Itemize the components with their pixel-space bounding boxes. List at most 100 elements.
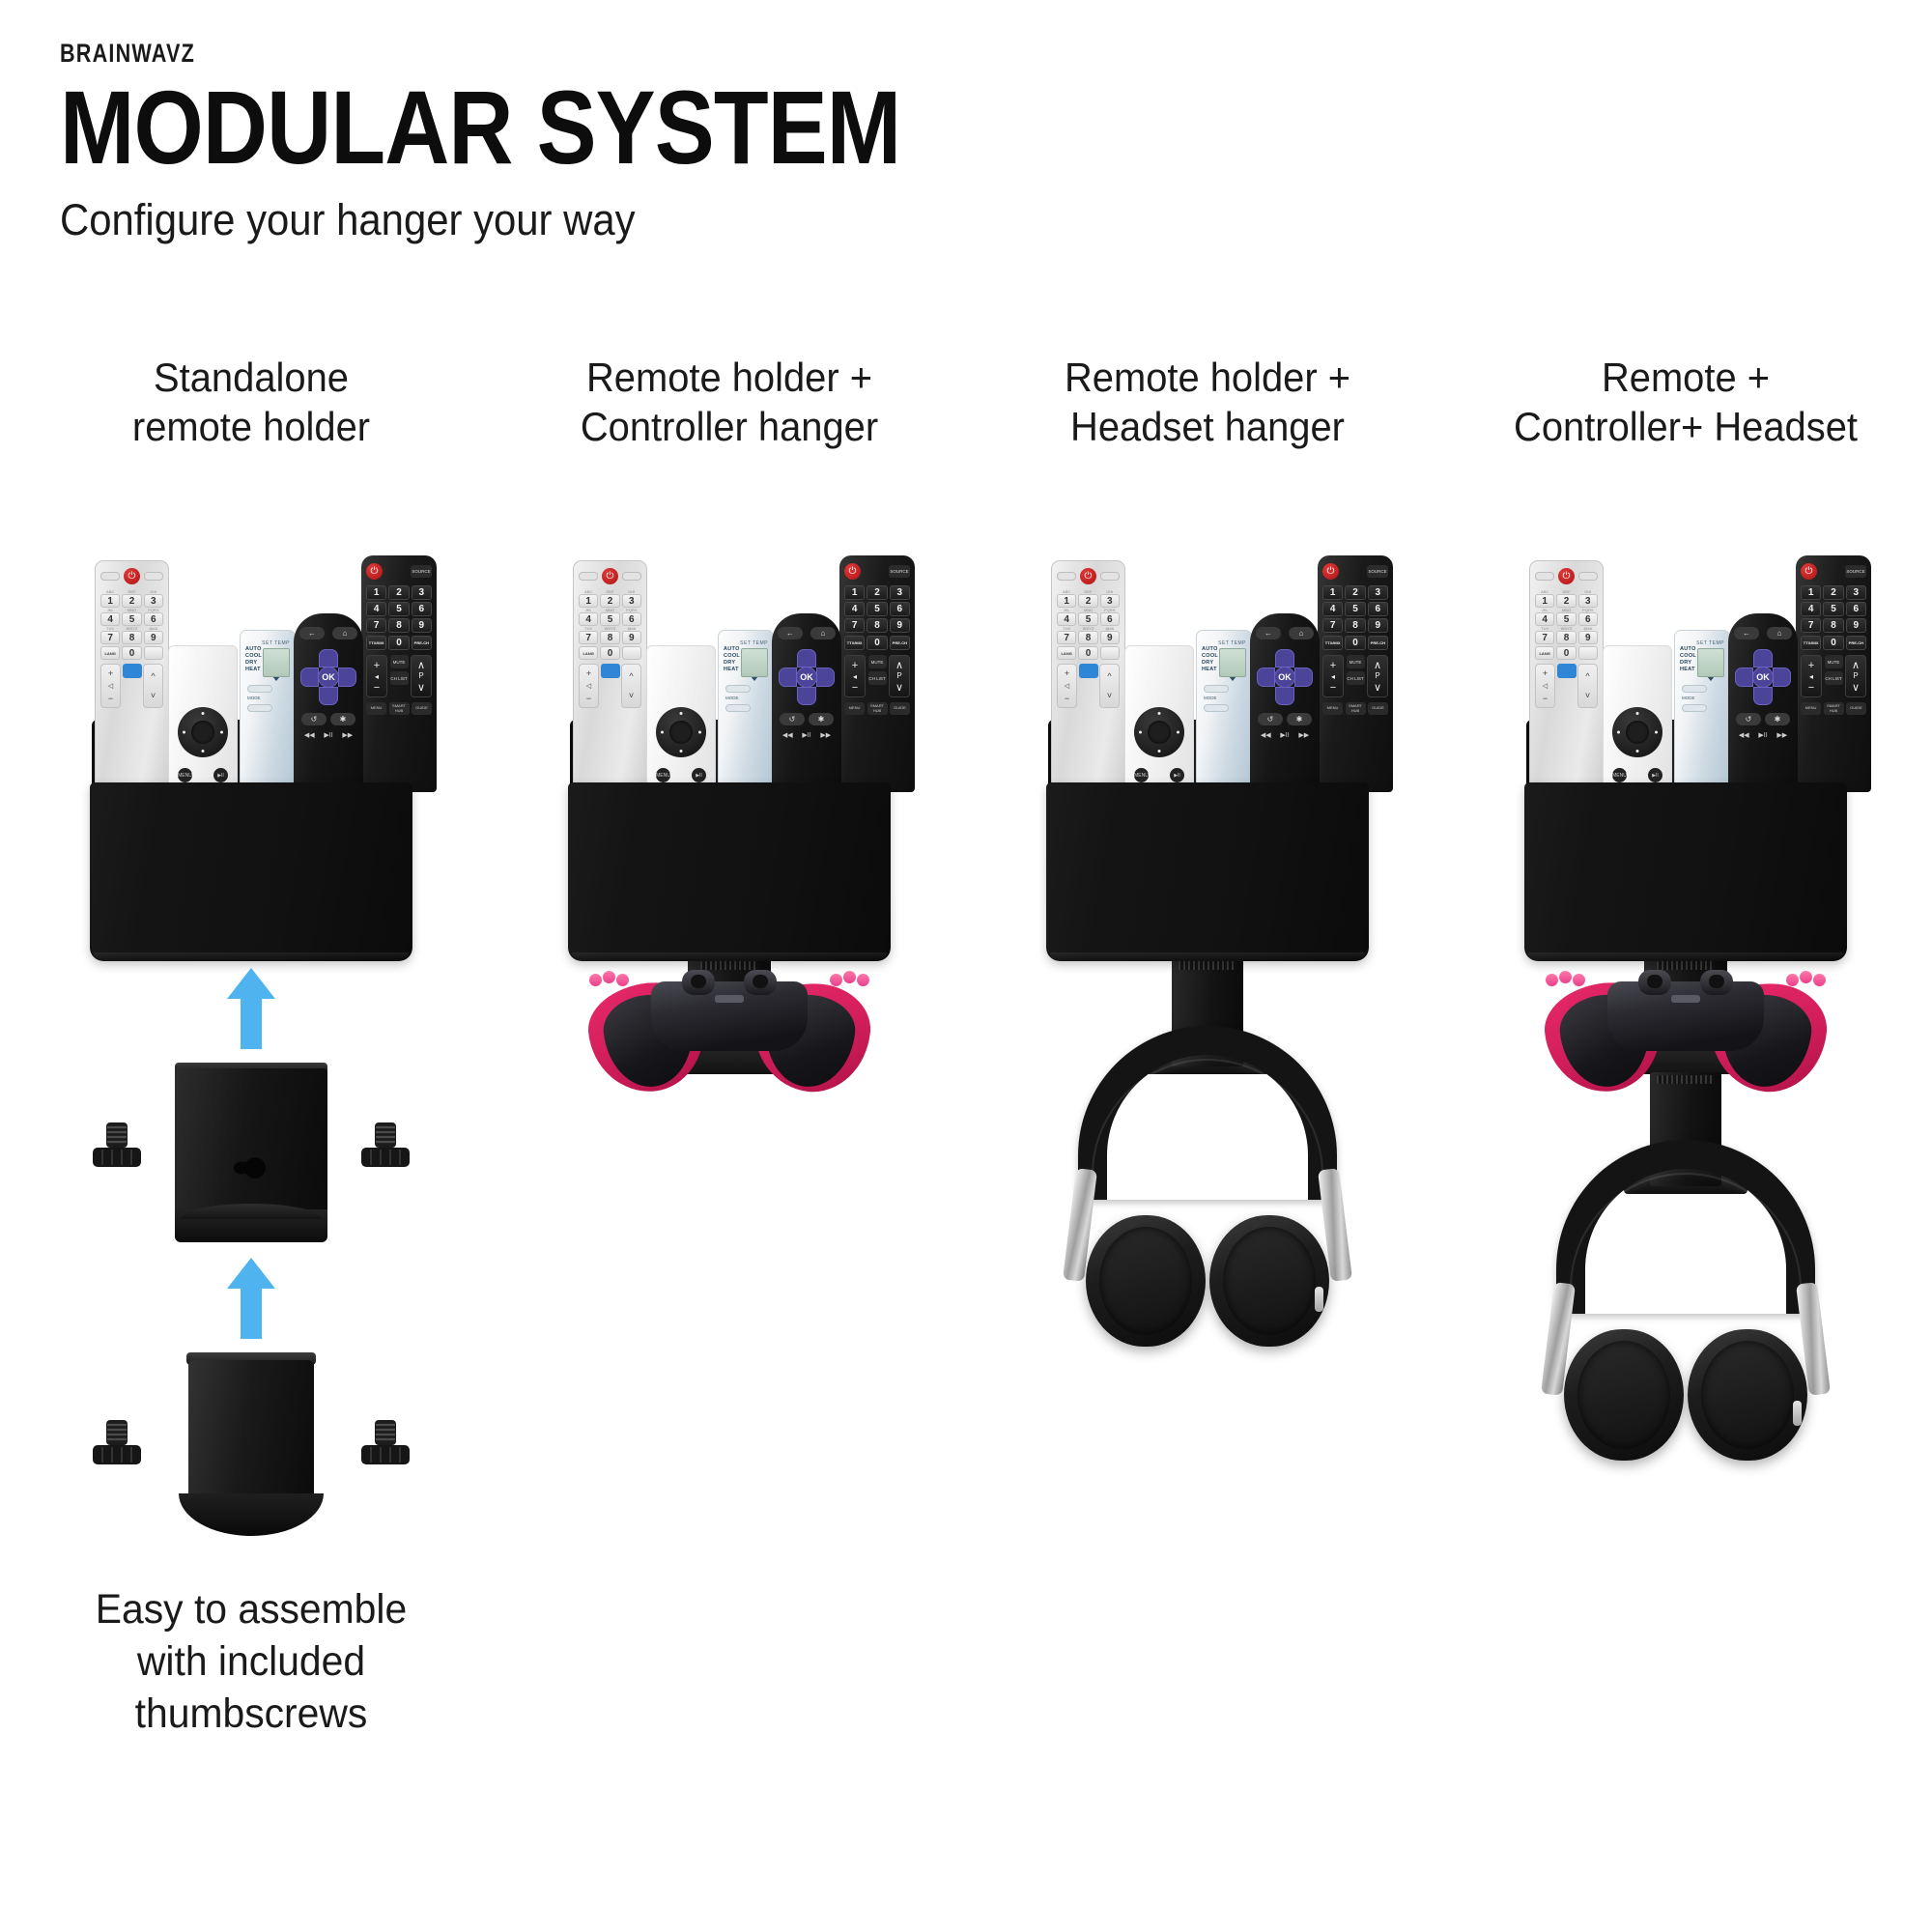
silver-key-5[interactable]: 5 [600, 612, 620, 626]
star-icon[interactable]: ✱ [809, 713, 834, 725]
silver-key-5[interactable]: 5 [122, 612, 142, 626]
silver-key-3[interactable]: 3 [1099, 594, 1120, 608]
power-icon[interactable]: ⏻ [1322, 563, 1339, 580]
silver-blue-button[interactable] [122, 664, 142, 678]
silver-lang-button[interactable]: LANG [1057, 646, 1077, 660]
ch-list-button[interactable]: CH LIST [867, 671, 887, 685]
silver-key-7[interactable]: 7 [1057, 631, 1077, 644]
black-key-3[interactable]: 3 [411, 585, 432, 600]
power-icon[interactable]: ⏻ [366, 563, 383, 580]
silver-source-button[interactable] [579, 572, 598, 581]
silver-key-8[interactable]: 8 [122, 631, 142, 644]
black-key-7[interactable]: 7 [1801, 618, 1822, 633]
silver-key-3[interactable]: 3 [143, 594, 163, 608]
remote-holder-box[interactable] [568, 782, 891, 961]
silver-key-7[interactable]: 7 [579, 631, 599, 644]
silver-key-2[interactable]: 2 [122, 594, 142, 608]
source-button[interactable]: SOURCE [889, 565, 910, 578]
mute-button[interactable]: MUTE [867, 655, 887, 668]
silver-key-7[interactable]: 7 [100, 631, 121, 644]
black-key-6[interactable]: 6 [889, 602, 910, 616]
power-icon[interactable]: ⏻ [1080, 568, 1096, 584]
silver-key-8[interactable]: 8 [1556, 631, 1577, 644]
black-key-8[interactable]: 8 [867, 618, 888, 633]
silver-source-button[interactable] [100, 572, 120, 581]
silver-volume-rocker[interactable]: +◁− [100, 664, 121, 708]
black-key-7[interactable]: 7 [844, 618, 866, 633]
silver-key-1[interactable]: 1 [1535, 594, 1555, 608]
source-button[interactable]: SOURCE [411, 565, 432, 578]
smart-hub-button[interactable]: SMART HUB [388, 702, 410, 715]
silver-misc-button[interactable] [1577, 646, 1598, 660]
menu-button[interactable]: MENU [1322, 702, 1343, 715]
silver-channel-rocker[interactable]: ^˅ [1099, 664, 1120, 708]
silver-key-0[interactable]: 0 [1556, 646, 1577, 660]
channel-rocker[interactable]: ∧P∨ [1845, 655, 1866, 697]
black-key-5[interactable]: 5 [1345, 602, 1366, 616]
source-button[interactable]: SOURCE [1367, 565, 1388, 578]
circular-dpad-icon[interactable] [1134, 707, 1184, 757]
silver-key-3[interactable]: 3 [621, 594, 641, 608]
silver-lang-button[interactable]: LANG [100, 646, 121, 660]
silver-key-2[interactable]: 2 [1078, 594, 1098, 608]
back-icon[interactable]: ← [1256, 627, 1281, 639]
silver-key-9[interactable]: 9 [1099, 631, 1120, 644]
ok-button[interactable]: OK [1752, 667, 1774, 688]
silver-source-button[interactable] [1535, 572, 1554, 581]
silver-channel-rocker[interactable]: ^˅ [621, 664, 641, 708]
dpad-up-button[interactable] [1753, 649, 1773, 668]
dpad-up-button[interactable] [797, 649, 816, 668]
play-pause-icon[interactable]: ▶II [1758, 732, 1768, 739]
power-icon[interactable]: ⏻ [124, 568, 140, 584]
mute-button[interactable]: MUTE [1346, 655, 1365, 668]
silver-key-0[interactable]: 0 [1078, 646, 1098, 660]
menu-button[interactable]: MENU [1801, 702, 1821, 715]
back-icon[interactable]: ← [1734, 627, 1759, 639]
volume-rocker[interactable]: +◂− [844, 655, 866, 697]
roku-style-remote[interactable]: ← ⌂ OK ↺ ✱ ◀◀ ▶II ▶▶ [1728, 613, 1798, 792]
ac-slider-button[interactable] [1204, 685, 1229, 693]
dpad-left-button[interactable] [1257, 668, 1275, 687]
mute-button[interactable]: MUTE [389, 655, 409, 668]
black-key-9[interactable]: 9 [889, 618, 910, 633]
dpad-left-button[interactable] [300, 668, 319, 687]
roku-style-remote[interactable]: ← ⌂ OK ↺ ✱ ◀◀ ▶II ▶▶ [772, 613, 841, 792]
power-icon[interactable]: ⏻ [602, 568, 618, 584]
silver-key-3[interactable]: 3 [1577, 594, 1598, 608]
dpad-down-button[interactable] [319, 687, 338, 705]
ac-bottom-button[interactable] [725, 704, 751, 712]
silver-key-6[interactable]: 6 [143, 612, 163, 626]
back-icon[interactable]: ← [778, 627, 803, 639]
silver-key-8[interactable]: 8 [1078, 631, 1098, 644]
ttx-mix-button[interactable]: TTX/MIX [1801, 636, 1822, 650]
black-key-6[interactable]: 6 [1367, 602, 1388, 616]
home-icon[interactable]: ⌂ [810, 627, 836, 639]
source-button[interactable]: SOURCE [1845, 565, 1866, 578]
ok-button[interactable]: OK [1274, 667, 1295, 688]
volume-rocker[interactable]: +◂− [1801, 655, 1822, 697]
power-icon[interactable]: ⏻ [844, 563, 861, 580]
white-menu-button[interactable]: MENU [178, 768, 192, 782]
silver-lang-button[interactable]: LANG [1535, 646, 1555, 660]
channel-rocker[interactable]: ∧P∨ [889, 655, 910, 697]
dpad-down-button[interactable] [1275, 687, 1294, 705]
dpad-up-button[interactable] [1275, 649, 1294, 668]
back-icon[interactable]: ← [299, 627, 325, 639]
ok-button[interactable]: OK [318, 667, 339, 688]
star-icon[interactable]: ✱ [1765, 713, 1790, 725]
white-streaming-remote[interactable]: MENU ▶II [1603, 645, 1672, 792]
roku-dpad[interactable]: OK [1257, 649, 1313, 705]
silver-key-9[interactable]: 9 [143, 631, 163, 644]
black-key-8[interactable]: 8 [388, 618, 410, 633]
silver-key-2[interactable]: 2 [600, 594, 620, 608]
dpad-down-button[interactable] [1753, 687, 1773, 705]
ttx-mix-button[interactable]: TTX/MIX [366, 636, 387, 650]
home-icon[interactable]: ⌂ [1767, 627, 1792, 639]
white-menu-button[interactable]: MENU [1134, 768, 1149, 782]
black-key-6[interactable]: 6 [1845, 602, 1866, 616]
silver-key-5[interactable]: 5 [1556, 612, 1577, 626]
silver-key-7[interactable]: 7 [1535, 631, 1555, 644]
silver-key-1[interactable]: 1 [1057, 594, 1077, 608]
